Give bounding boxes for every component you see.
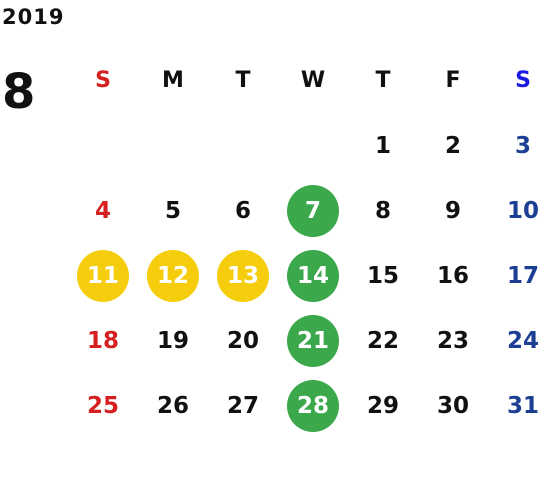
- day-number: 5: [164, 197, 181, 224]
- day-number: 19: [156, 327, 189, 354]
- year-label: 2019: [2, 5, 65, 29]
- day-number: 16: [436, 262, 469, 289]
- empty-cell: [208, 113, 278, 178]
- day-number: 4: [94, 197, 111, 224]
- day-number: 18: [86, 327, 119, 354]
- day-cell[interactable]: 30: [418, 373, 488, 438]
- day-cell[interactable]: 16: [418, 243, 488, 308]
- day-number: 22: [366, 327, 399, 354]
- day-number: 26: [156, 392, 189, 419]
- day-number-green-marked: 21: [287, 314, 339, 367]
- day-cell[interactable]: 9: [418, 178, 488, 243]
- day-number: 2: [444, 132, 461, 159]
- day-number-green-marked: 28: [287, 379, 339, 432]
- day-number-green-marked: 14: [287, 249, 339, 302]
- day-cell[interactable]: 29: [348, 373, 418, 438]
- day-cell[interactable]: 17: [488, 243, 548, 308]
- month-label: 8: [2, 64, 36, 120]
- day-number: 30: [436, 392, 469, 419]
- day-cell[interactable]: 7: [278, 178, 348, 243]
- empty-cell: [278, 113, 348, 178]
- day-number: 20: [226, 327, 259, 354]
- day-cell[interactable]: 14: [278, 243, 348, 308]
- empty-cell: [138, 113, 208, 178]
- day-cell[interactable]: 15: [348, 243, 418, 308]
- day-number: 24: [506, 327, 539, 354]
- day-cell[interactable]: 26: [138, 373, 208, 438]
- weekday-header: T: [235, 68, 251, 93]
- day-cell[interactable]: 23: [418, 308, 488, 373]
- day-cell[interactable]: 25: [68, 373, 138, 438]
- day-cell[interactable]: 3: [488, 113, 548, 178]
- day-cell[interactable]: 24: [488, 308, 548, 373]
- weekday-header: W: [300, 68, 326, 93]
- day-cell[interactable]: 27: [208, 373, 278, 438]
- empty-cell: [68, 113, 138, 178]
- day-number: 31: [506, 392, 539, 419]
- day-number: 23: [436, 327, 469, 354]
- day-cell[interactable]: 12: [138, 243, 208, 308]
- day-number-yellow-marked: 12: [147, 249, 199, 302]
- day-number: 29: [366, 392, 399, 419]
- day-cell[interactable]: 13: [208, 243, 278, 308]
- day-number: 8: [374, 197, 391, 224]
- day-number-yellow-marked: 11: [77, 249, 129, 302]
- day-number: 3: [514, 132, 531, 159]
- day-number: 25: [86, 392, 119, 419]
- day-cell[interactable]: 2: [418, 113, 488, 178]
- day-cell[interactable]: 6: [208, 178, 278, 243]
- weekday-header: S: [515, 68, 531, 93]
- day-cell[interactable]: 20: [208, 308, 278, 373]
- day-cell[interactable]: 5: [138, 178, 208, 243]
- weekday-header: F: [445, 68, 461, 93]
- day-number-green-marked: 7: [287, 184, 339, 237]
- day-cell[interactable]: 28: [278, 373, 348, 438]
- day-number: 9: [444, 197, 461, 224]
- day-cell[interactable]: 19: [138, 308, 208, 373]
- day-cell[interactable]: 31: [488, 373, 548, 438]
- weekday-header: T: [375, 68, 391, 93]
- day-number: 27: [226, 392, 259, 419]
- day-number-yellow-marked: 13: [217, 249, 269, 302]
- day-number: 10: [506, 197, 539, 224]
- day-number: 6: [234, 197, 251, 224]
- day-number: 15: [366, 262, 399, 289]
- day-number: 17: [506, 262, 539, 289]
- day-number: 1: [374, 132, 391, 159]
- day-cell[interactable]: 8: [348, 178, 418, 243]
- weekday-header: S: [95, 68, 111, 93]
- weekday-header: M: [162, 68, 184, 93]
- day-cell[interactable]: 11: [68, 243, 138, 308]
- day-cell[interactable]: 10: [488, 178, 548, 243]
- day-cell[interactable]: 1: [348, 113, 418, 178]
- day-cell[interactable]: 22: [348, 308, 418, 373]
- day-cell[interactable]: 21: [278, 308, 348, 373]
- day-cell[interactable]: 18: [68, 308, 138, 373]
- day-cell[interactable]: 4: [68, 178, 138, 243]
